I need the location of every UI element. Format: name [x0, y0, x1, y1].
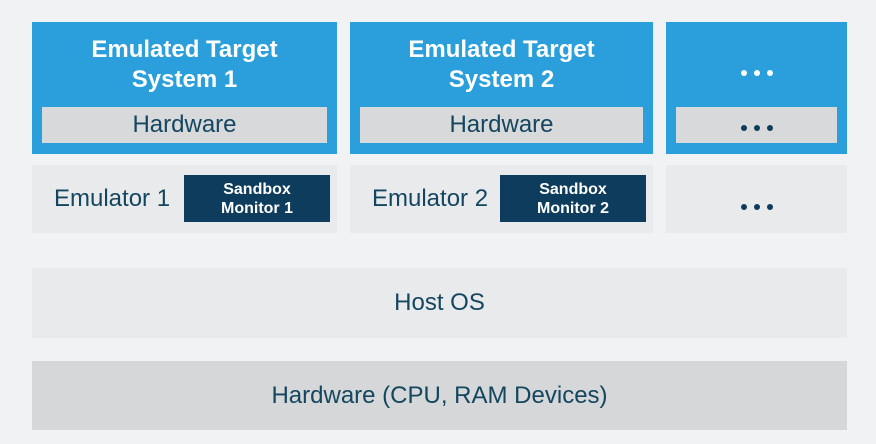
host-os-box: Host OS — [32, 268, 847, 338]
emulated-target-system-1-box: Emulated Target System 1 Hardware — [32, 22, 337, 154]
ellipsis-icon — [740, 204, 773, 210]
emulated-hardware-1-label: Hardware — [132, 111, 237, 138]
emulated-target-system-2-title: Emulated Target System 2 — [350, 22, 653, 107]
emulated-hardware-2-label: Hardware — [449, 111, 554, 138]
title-line-2: System 2 — [448, 65, 555, 93]
host-os-label: Host OS — [394, 289, 485, 316]
monitor-line-2: Monitor 1 — [221, 199, 293, 217]
sandbox-monitor-1-box: Sandbox Monitor 1 — [184, 175, 330, 222]
ellipsis-icon — [740, 125, 773, 131]
emulated-target-more-title — [666, 22, 847, 107]
emulated-target-system-2-box: Emulated Target System 2 Hardware — [350, 22, 653, 154]
emulator-2-box: Emulator 2 Sandbox Monitor 2 — [350, 165, 653, 233]
monitor-line-1: Sandbox — [539, 180, 607, 198]
emulated-targets-row: Emulated Target System 1 Hardware Emulat… — [32, 22, 847, 154]
emulator-2-label: Emulator 2 — [372, 185, 489, 212]
emulated-hardware-more-box — [676, 107, 837, 143]
emulated-hardware-2-box: Hardware — [360, 107, 643, 143]
title-line-1: Emulated Target — [91, 35, 278, 63]
title-line-2: System 1 — [131, 65, 238, 93]
ellipsis-icon — [740, 69, 773, 76]
emulated-target-more-box — [666, 22, 847, 154]
monitor-line-2: Monitor 2 — [537, 199, 609, 217]
emulator-more-box — [666, 165, 847, 233]
host-hardware-label: Hardware (CPU, RAM Devices) — [271, 381, 608, 409]
monitor-line-1: Sandbox — [223, 180, 291, 198]
emulated-hardware-1-box: Hardware — [42, 107, 327, 143]
title-line-1: Emulated Target — [408, 35, 595, 63]
emulators-row: Emulator 1 Sandbox Monitor 1 Emulator 2 … — [32, 165, 847, 233]
emulator-1-box: Emulator 1 Sandbox Monitor 1 — [32, 165, 337, 233]
host-hardware-box: Hardware (CPU, RAM Devices) — [32, 361, 847, 430]
emulated-target-system-1-title: Emulated Target System 1 — [32, 22, 337, 107]
sandbox-monitor-2-box: Sandbox Monitor 2 — [500, 175, 646, 222]
emulator-1-label: Emulator 1 — [54, 185, 171, 212]
